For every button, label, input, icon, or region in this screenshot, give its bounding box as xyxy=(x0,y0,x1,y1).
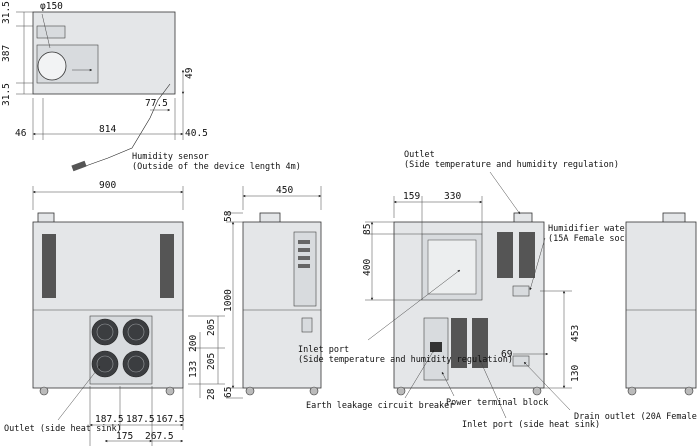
outlet-side-heat-sink-label: Outlet (side heat sink) xyxy=(4,424,122,434)
rear-top-duct xyxy=(513,212,533,224)
dim-31-5-bottom: 31.5 xyxy=(1,83,12,106)
front-top-duct xyxy=(37,212,55,224)
rear-view: 159 330 85 400 453 69 130 Outlet (Side t… xyxy=(298,150,700,430)
dim-814: 814 xyxy=(99,124,116,135)
caster-icon xyxy=(532,386,542,396)
dim-159: 159 xyxy=(403,191,420,202)
fan-icon xyxy=(122,350,150,378)
second-side-view xyxy=(625,212,697,396)
inlet-port-label: Inlet port xyxy=(298,345,349,355)
top-view-duct-circle xyxy=(37,51,67,81)
dim-31-5-top: 31.5 xyxy=(1,1,12,24)
dim-175: 175 xyxy=(116,431,133,442)
dim-330: 330 xyxy=(444,191,461,202)
dim-130: 130 xyxy=(570,365,581,382)
top-view-panel xyxy=(36,25,66,39)
dim-28: 28 xyxy=(206,388,217,400)
dim-387: 387 xyxy=(1,45,12,62)
earth-leakage-breaker-icon xyxy=(430,342,442,352)
side-top-duct xyxy=(259,212,281,224)
humidity-sensor-label: Humidity sensor xyxy=(132,152,209,162)
top-view: φ150 31.5 387 31.5 49 77.5 46 814 40.5 H… xyxy=(1,1,301,172)
inlet-port-heat-sink-label: Inlet port (side heat sink) xyxy=(462,420,600,430)
dim-205-b: 205 xyxy=(206,353,217,370)
rear-vent-bottom-left xyxy=(451,318,467,368)
dim-205-a: 205 xyxy=(206,319,217,336)
rear-vent-bottom-right xyxy=(472,318,488,368)
caster-icon xyxy=(684,386,694,396)
drain-outlet-label: Drain outlet (20A Female socket) xyxy=(574,412,700,422)
humidity-sensor-icon xyxy=(71,160,87,172)
dim-46: 46 xyxy=(15,128,27,139)
dim-900: 900 xyxy=(99,180,116,191)
drain-socket-icon xyxy=(512,355,530,367)
dim-49: 49 xyxy=(184,67,195,79)
humidifier-socket-icon xyxy=(512,285,530,297)
humidifier-intake-label: Humidifier water intake xyxy=(548,224,666,234)
caster-icon xyxy=(39,386,49,396)
dim-453: 453 xyxy=(570,325,581,342)
dim-85: 85 xyxy=(362,224,373,235)
dim-267-5: 267.5 xyxy=(145,431,174,442)
front-vent-left xyxy=(42,234,56,298)
side-view: 450 58 1000 65 xyxy=(223,185,322,399)
dim-187-5-a: 187.5 xyxy=(95,414,124,425)
dim-69: 69 xyxy=(501,349,513,360)
caster-icon xyxy=(396,386,406,396)
humidifier-intake-note: (15A Female socket) xyxy=(548,234,645,244)
caster-icon xyxy=(627,386,637,396)
dim-400: 400 xyxy=(362,259,373,276)
caster-icon xyxy=(309,386,319,396)
earth-leakage-breaker-label: Earth leakage circuit breaker xyxy=(306,401,454,411)
dim-58: 58 xyxy=(223,210,234,222)
outlet-label: Outlet xyxy=(404,150,435,160)
fan-icon xyxy=(91,350,119,378)
dim-77-5: 77.5 xyxy=(145,98,168,109)
fan-icon xyxy=(122,318,150,346)
dim-phi150: φ150 xyxy=(40,1,63,12)
humidity-sensor-note: (Outside of the device length 4m) xyxy=(132,162,301,172)
caster-icon xyxy=(165,386,175,396)
dim-187-5-b: 187.5 xyxy=(126,414,155,425)
dim-40-5: 40.5 xyxy=(185,128,208,139)
side-small-panel xyxy=(301,317,313,333)
dim-65: 65 xyxy=(223,387,234,398)
second-side-body xyxy=(625,221,697,389)
front-view: 900 205 200 205 133 28 187.5 187.5 167.5… xyxy=(4,180,225,446)
second-side-top-duct xyxy=(662,212,686,224)
outlet-note: (Side temperature and humidity regulatio… xyxy=(404,160,619,170)
dim-450: 450 xyxy=(276,185,293,196)
inlet-port-note: (Side temperature and humidity regulatio… xyxy=(298,355,513,365)
rear-vent-top-left xyxy=(497,232,513,278)
front-vent-right xyxy=(160,234,174,298)
fan-icon xyxy=(91,318,119,346)
dim-167-5: 167.5 xyxy=(156,414,185,425)
caster-icon xyxy=(245,386,255,396)
dim-1000: 1000 xyxy=(223,289,234,312)
dim-133: 133 xyxy=(188,361,199,378)
power-terminal-block-label: Power terminal block xyxy=(446,398,548,408)
rear-vent-top-right xyxy=(519,232,535,278)
dim-200: 200 xyxy=(188,335,199,352)
